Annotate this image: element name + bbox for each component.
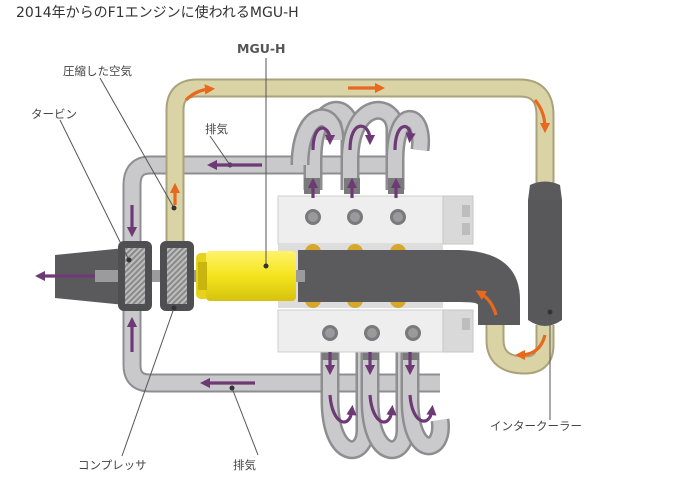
leader-compressed-air (99, 77, 175, 209)
label-turbine: タービン (31, 107, 77, 121)
anchor-exhaust-lower (229, 385, 235, 391)
engine-block (277, 195, 520, 353)
label-exhaust-upper: 排気 (205, 122, 228, 136)
anchor-compressed-air (171, 205, 177, 211)
label-compressed-air: 圧縮した空気 (63, 64, 132, 78)
compressor-wheel (167, 248, 187, 304)
exhaust-coils-lower (320, 344, 450, 460)
exhaust-flow-arrows (34, 124, 437, 424)
intake-plenum (298, 250, 520, 325)
anchor-mguh (263, 263, 269, 269)
turbine-wheel (125, 248, 145, 304)
turbocharger (55, 241, 305, 311)
intercooler (528, 181, 562, 326)
mgu-h-unit (196, 251, 296, 301)
label-intercooler: インタークーラー (490, 419, 582, 433)
leader-compressor (121, 307, 175, 457)
anchor-compressor (171, 305, 177, 311)
leader-exhaust-upper (209, 135, 231, 166)
leader-turbine (59, 119, 129, 259)
leader-exhaust-lower (231, 387, 259, 456)
page-title: 2014年からのF1エンジンに使われるMGU-H (16, 5, 299, 21)
leader-lines (59, 58, 551, 457)
label-exhaust-lower: 排気 (233, 458, 256, 472)
anchor-intercooler (547, 309, 553, 315)
exhaust-coils-upper (290, 100, 431, 194)
label-compressor: コンプレッサ (78, 458, 147, 472)
intake-flow-arrows (169, 82, 551, 361)
anchor-turbine (126, 257, 132, 263)
label-mguh: MGU-H (237, 41, 286, 56)
